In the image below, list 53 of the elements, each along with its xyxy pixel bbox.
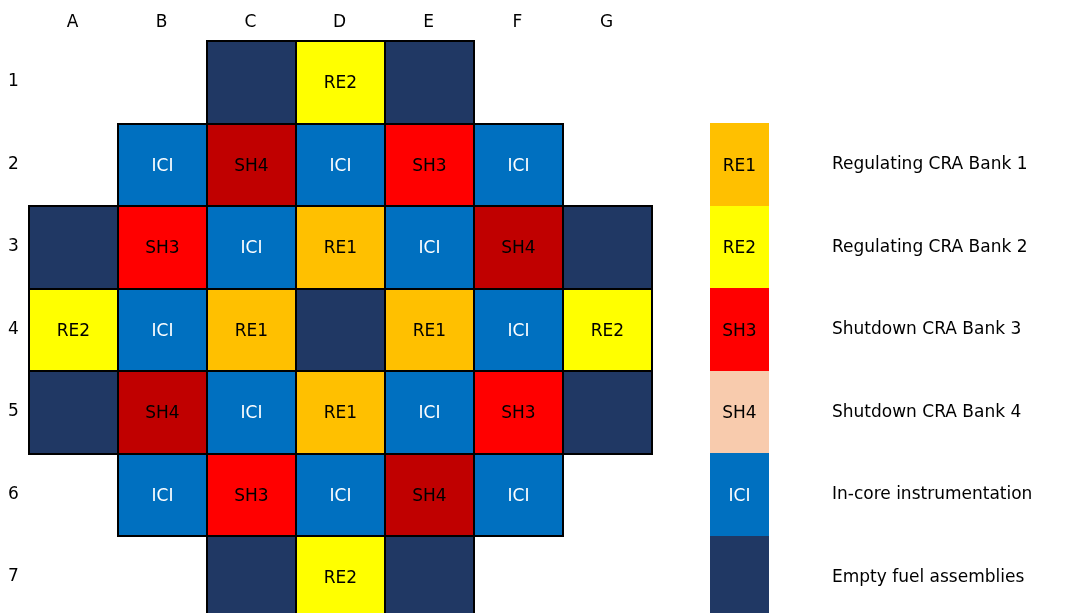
core-position-cell: RE1 xyxy=(295,205,386,290)
row-label: 2 xyxy=(8,152,19,173)
column-label: C xyxy=(243,11,258,31)
core-position-cell: RE2 xyxy=(295,40,386,125)
core-position-cell: RE2 xyxy=(562,287,653,372)
row-label: 7 xyxy=(8,565,19,586)
swatch-code: RE1 xyxy=(722,154,757,175)
legend-label: Shutdown CRA Bank 4 xyxy=(832,400,1022,421)
core-position-cell: SH4 xyxy=(384,452,475,537)
core-position-cell: SH3 xyxy=(473,370,564,455)
core-position-cell: SH4 xyxy=(206,122,297,207)
core-position-cell: ICI xyxy=(295,452,386,537)
core-position-cell: ICI xyxy=(384,370,475,455)
row-label: 3 xyxy=(8,235,19,256)
column-label: D xyxy=(331,11,348,31)
core-position-cell: RE2 xyxy=(295,535,386,613)
core-position-cell: SH4 xyxy=(117,370,208,455)
core-position-cell: ICI xyxy=(117,122,208,207)
column-label: F xyxy=(511,11,524,31)
core-position-cell: SH4 xyxy=(473,205,564,290)
core-position-cell: ICI xyxy=(206,370,297,455)
column-label: G xyxy=(598,11,615,31)
row-label: 4 xyxy=(8,317,19,338)
legend-label: In-core instrumentation xyxy=(832,483,1033,504)
core-position-cell: ICI xyxy=(117,287,208,372)
core-position-cell: ICI xyxy=(295,122,386,207)
column-label: A xyxy=(65,11,80,31)
row-label: 6 xyxy=(8,482,19,503)
core-position-cell: ICI xyxy=(473,122,564,207)
core-position-cell: ICI xyxy=(473,452,564,537)
row-label: 5 xyxy=(8,400,19,421)
core-position-cell: ICI xyxy=(384,205,475,290)
core-position-cell: SH3 xyxy=(117,205,208,290)
core-position-cell: ICI xyxy=(206,205,297,290)
legend-label: Shutdown CRA Bank 3 xyxy=(832,318,1022,339)
core-position-cell: SH3 xyxy=(206,452,297,537)
swatch-code: SH4 xyxy=(722,402,757,423)
legend-label: Empty fuel assemblies xyxy=(832,565,1025,586)
legend-label: Regulating CRA Bank 1 xyxy=(832,153,1028,174)
core-position-cell: RE1 xyxy=(384,287,475,372)
legend-label: Regulating CRA Bank 2 xyxy=(832,235,1028,256)
swatch-code: SH3 xyxy=(722,319,757,340)
swatch-code: RE2 xyxy=(722,237,757,258)
swatch-code: ICI xyxy=(728,484,751,505)
core-position-cell: RE2 xyxy=(28,287,119,372)
row-label: 1 xyxy=(8,70,19,91)
core-position-cell: RE1 xyxy=(295,370,386,455)
core-position-cell: SH3 xyxy=(384,122,475,207)
column-label: B xyxy=(154,11,169,31)
core-position-cell: ICI xyxy=(473,287,564,372)
core-position-cell: RE1 xyxy=(206,287,297,372)
column-label: E xyxy=(422,11,435,31)
core-position-cell: ICI xyxy=(117,452,208,537)
